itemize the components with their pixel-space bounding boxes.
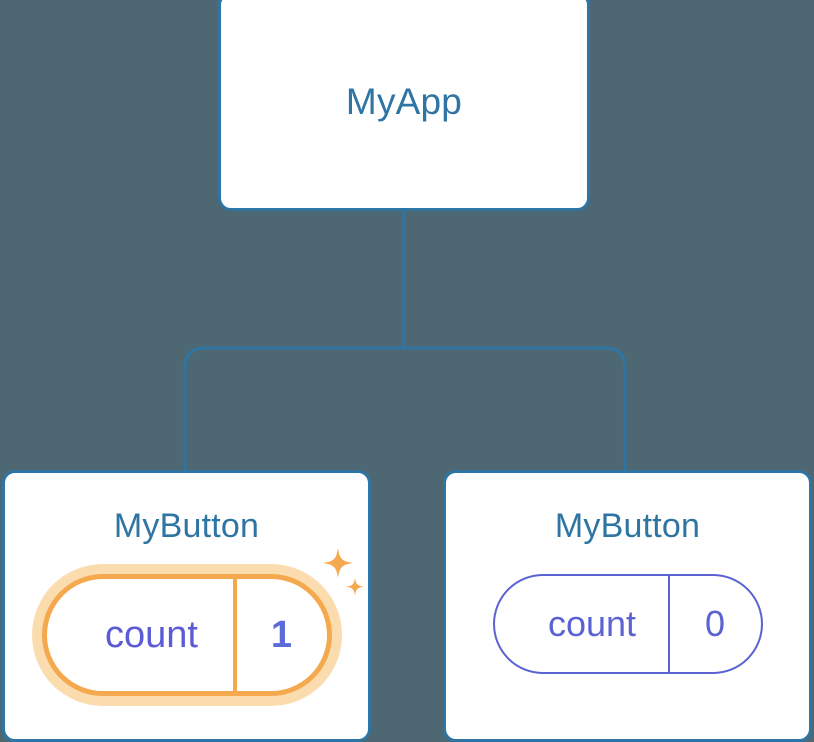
state-pill-highlighted[interactable]: count 1 [41, 574, 332, 696]
state-pill-wrap-right: count 0 [492, 574, 763, 674]
sparkle-small-icon [345, 578, 364, 596]
node-title: MyApp [345, 81, 463, 122]
state-value: 1 [232, 579, 327, 691]
node-mybutton-left[interactable]: MyButton count 1 [2, 470, 371, 742]
sparkle-large-icon [322, 548, 353, 578]
edge-branch-left [183, 346, 404, 472]
node-mybutton-right[interactable]: MyButton count 0 [443, 470, 812, 742]
state-key: count [547, 603, 637, 644]
node-myapp[interactable]: MyApp [218, 0, 590, 211]
node-title: MyButton [113, 507, 260, 545]
edge-branch-right [404, 346, 627, 472]
state-pill[interactable]: count 0 [492, 574, 763, 674]
state-value: 0 [667, 576, 761, 672]
node-title: MyButton [554, 507, 701, 545]
state-pill-wrap-left: count 1 [41, 548, 364, 696]
state-key: count [105, 613, 198, 656]
